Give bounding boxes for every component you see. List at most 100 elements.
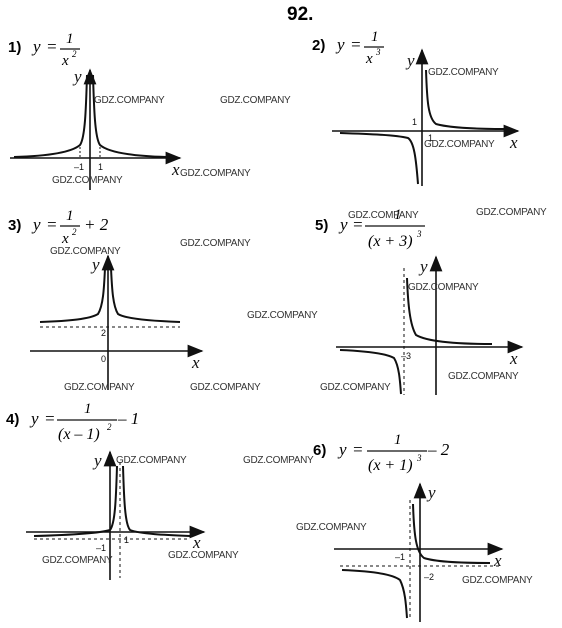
- page-number: 92.: [287, 4, 313, 25]
- y-axis-label: y: [418, 257, 428, 276]
- eq-sign: =: [46, 37, 57, 56]
- y-axis-label: y: [72, 67, 82, 86]
- watermark: GDZ.COMPANY: [42, 555, 113, 566]
- watermark: GDZ.COMPANY: [424, 139, 495, 150]
- graph-branch-left: [13, 74, 88, 158]
- x-axis-label: x: [192, 533, 201, 552]
- tick-label: –2: [424, 572, 434, 582]
- watermark: GDZ.COMPANY: [476, 207, 547, 218]
- tick-label: 1: [428, 133, 433, 143]
- x-axis-label: x: [493, 551, 502, 570]
- eq-sign: =: [352, 215, 363, 234]
- eq-y: y: [31, 215, 41, 234]
- tick-label: 0: [101, 354, 106, 364]
- eq-y: y: [338, 215, 348, 234]
- eq-y: y: [335, 35, 345, 54]
- watermark: GDZ.COMPANY: [168, 550, 239, 561]
- graph-branch-right: [412, 503, 491, 564]
- y-axis-label: y: [426, 483, 436, 502]
- eq-numerator: 1: [371, 29, 379, 45]
- watermarks: GDZ.COMPANY GDZ.COMPANY GDZ.COMPANY GDZ.…: [42, 67, 547, 586]
- eq-y: y: [31, 37, 41, 56]
- eq-numerator: 1: [66, 31, 74, 47]
- problem-number: 1): [8, 39, 21, 56]
- eq-denominator: (x + 1): [368, 457, 413, 474]
- watermark: GDZ.COMPANY: [296, 522, 367, 533]
- x-axis-label: x: [509, 133, 518, 152]
- tick-label: 1: [98, 162, 103, 172]
- eq-sign: =: [44, 409, 55, 428]
- graph-branch-left: [33, 465, 118, 537]
- watermark: GDZ.COMPANY: [64, 382, 135, 393]
- eq-exponent: 3: [416, 229, 422, 239]
- eq-numerator: 1: [84, 401, 92, 417]
- tick-label: 1: [412, 117, 417, 127]
- graph-branch-right: [425, 69, 507, 130]
- eq-exponent: 2: [72, 49, 77, 59]
- eq-tail: – 1: [117, 409, 139, 428]
- watermark: GDZ.COMPANY: [180, 168, 251, 179]
- problem-1: 1) y = 1 x 2 x y –1 1: [8, 31, 182, 190]
- problem-number: 5): [315, 217, 328, 234]
- eq-y: y: [29, 409, 39, 428]
- graph-branch-right: [92, 74, 167, 158]
- eq-sign: =: [352, 440, 363, 459]
- watermark: GDZ.COMPANY: [448, 371, 519, 382]
- problem-number: 3): [8, 217, 21, 234]
- graph-branch-left: [341, 569, 408, 619]
- x-axis-label: x: [509, 349, 518, 368]
- graph-branch-right: [406, 277, 493, 345]
- eq-denominator: (x + 3): [368, 233, 413, 250]
- tick-label: –1: [395, 552, 405, 562]
- graph-branch-left: [39, 267, 106, 323]
- watermark: GDZ.COMPANY: [220, 95, 291, 106]
- tick-label: –3: [401, 351, 411, 361]
- eq-numerator: 1: [394, 207, 402, 223]
- problem-number: 4): [6, 411, 19, 428]
- watermark: GDZ.COMPANY: [50, 246, 121, 257]
- eq-tail: – 2: [427, 440, 450, 459]
- watermark: GDZ.COMPANY: [243, 455, 314, 466]
- problem-2: 2) y = 1 x 3 x y 1 1: [312, 29, 520, 186]
- graph-branch-right: [110, 267, 181, 323]
- tick-label: –1: [96, 543, 106, 553]
- watermark: GDZ.COMPANY: [408, 282, 479, 293]
- eq-numerator: 1: [66, 208, 74, 224]
- watermark: GDZ.COMPANY: [428, 67, 499, 78]
- tick-label: 1: [124, 535, 129, 545]
- eq-exponent: 2: [72, 227, 77, 237]
- graph-branch-left: [339, 349, 402, 395]
- tick-label: –1: [74, 162, 84, 172]
- watermark: GDZ.COMPANY: [190, 382, 261, 393]
- eq-numerator: 1: [394, 432, 402, 448]
- watermark: GDZ.COMPANY: [180, 238, 251, 249]
- eq-sign: =: [46, 215, 57, 234]
- watermark: GDZ.COMPANY: [348, 210, 419, 221]
- problem-number: 2): [312, 37, 325, 54]
- eq-denominator: (x – 1): [58, 426, 100, 443]
- y-axis-label: y: [92, 451, 102, 470]
- eq-denominator: x: [365, 51, 373, 67]
- graph-branch-left: [339, 132, 419, 185]
- eq-exponent: 2: [107, 422, 112, 432]
- eq-denominator: x: [61, 231, 69, 247]
- problem-number: 6): [313, 442, 326, 459]
- eq-sign: =: [350, 35, 361, 54]
- problem-5: 5) y = 1 (x + 3) 3 x y –3: [315, 207, 524, 395]
- watermark: GDZ.COMPANY: [116, 455, 187, 466]
- problem-4: 4) y = 1 (x – 1) 2 – 1 x y –1 1: [6, 401, 206, 580]
- problem-6: 6) y = 1 (x + 1) 3 – 2 x y –1 –2: [313, 432, 504, 622]
- problem-3: 3) y = 1 x 2 + 2 x y 2 0: [8, 208, 204, 390]
- watermark: GDZ.COMPANY: [247, 310, 318, 321]
- watermark: GDZ.COMPANY: [462, 575, 533, 586]
- watermark: GDZ.COMPANY: [52, 175, 123, 186]
- y-axis-label: y: [90, 255, 100, 274]
- eq-denominator: x: [61, 53, 69, 69]
- y-axis-label: y: [405, 51, 415, 70]
- tick-label: 2: [101, 328, 106, 338]
- eq-exponent: 3: [416, 453, 422, 463]
- x-axis-label: x: [171, 160, 180, 179]
- graph-branch-right: [122, 465, 191, 537]
- eq-exponent: 3: [375, 47, 381, 57]
